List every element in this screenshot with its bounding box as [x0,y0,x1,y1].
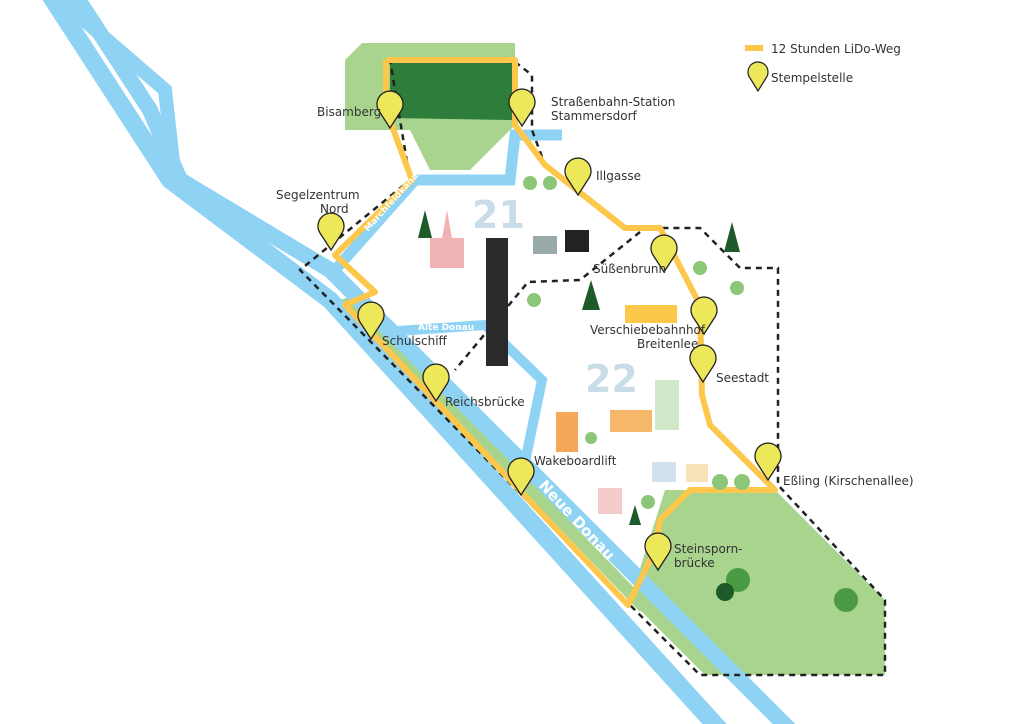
station-label: Nord [320,202,349,216]
alte-donau [382,319,548,464]
station-label: Illgasse [596,169,641,183]
stamp-pin-icon[interactable] [422,363,450,403]
legend-pin-icon [747,61,769,93]
vineyard-hill [390,60,512,120]
green-strip [340,296,648,612]
station-label: Steinsporn- [674,542,743,556]
stamp-pin-icon[interactable] [650,234,678,274]
district-21: 21 [472,193,525,237]
dashed-path [298,58,887,677]
house [556,412,578,452]
station-label: Schulschiff [382,334,448,348]
church-spire [442,210,452,238]
stamp-pin-icon[interactable] [564,157,592,197]
trees [418,176,858,612]
station-label: Segelzentrum [276,188,360,202]
station-label: Seestadt [716,371,769,385]
station-building [625,305,677,323]
station-label: Bisamberg [317,105,381,119]
station-label: Reichsbrücke [445,395,525,409]
stamp-pin-icon[interactable] [507,457,535,497]
station-label: Breitenlee [637,337,698,351]
stamp-pin-icon[interactable] [376,90,404,130]
house [686,464,708,482]
house [533,236,557,254]
house [655,380,679,430]
label-alte-donau: Alte Donau [418,323,474,333]
house [610,410,652,432]
station-label: brücke [674,556,715,570]
district-22: 22 [585,357,638,401]
label-marchfeldkanal: Marchfeldkanal [363,169,423,234]
marchfeldkanal [330,129,562,274]
house [565,230,589,252]
dc-tower [486,238,508,366]
legend-stamp-label: Stempelstelle [771,71,853,85]
station-label: Eßling (Kirschenallee) [783,474,914,488]
stamp-pin-icon[interactable] [690,296,718,336]
dashed-path-inner [454,231,641,371]
house [598,488,622,514]
stamp-pin-icon[interactable] [357,301,385,341]
stamp-pin-icon[interactable] [754,442,782,482]
stamp-pin-icon[interactable] [508,88,536,128]
station-label: Stammersdorf [551,109,638,123]
church [430,238,464,268]
station-label: Straßenbahn-Station [551,95,675,109]
legend-route-label: 12 Stunden LiDo-Weg [771,42,901,56]
park-south [630,490,885,675]
river-donau [42,0,727,724]
stamp-pin-icon[interactable] [689,344,717,384]
stamp-pins [317,88,782,572]
stamp-pin-icon[interactable] [317,212,345,252]
stamp-pin-icon[interactable] [644,532,672,572]
station-label: Verschiebebahnhof [590,323,706,337]
route-lido-weg [332,57,778,608]
station-label: Süßenbrunn [593,262,666,276]
station-label: Wakeboardlift [534,454,617,468]
river-neue-donau [68,0,796,724]
house [652,462,676,482]
